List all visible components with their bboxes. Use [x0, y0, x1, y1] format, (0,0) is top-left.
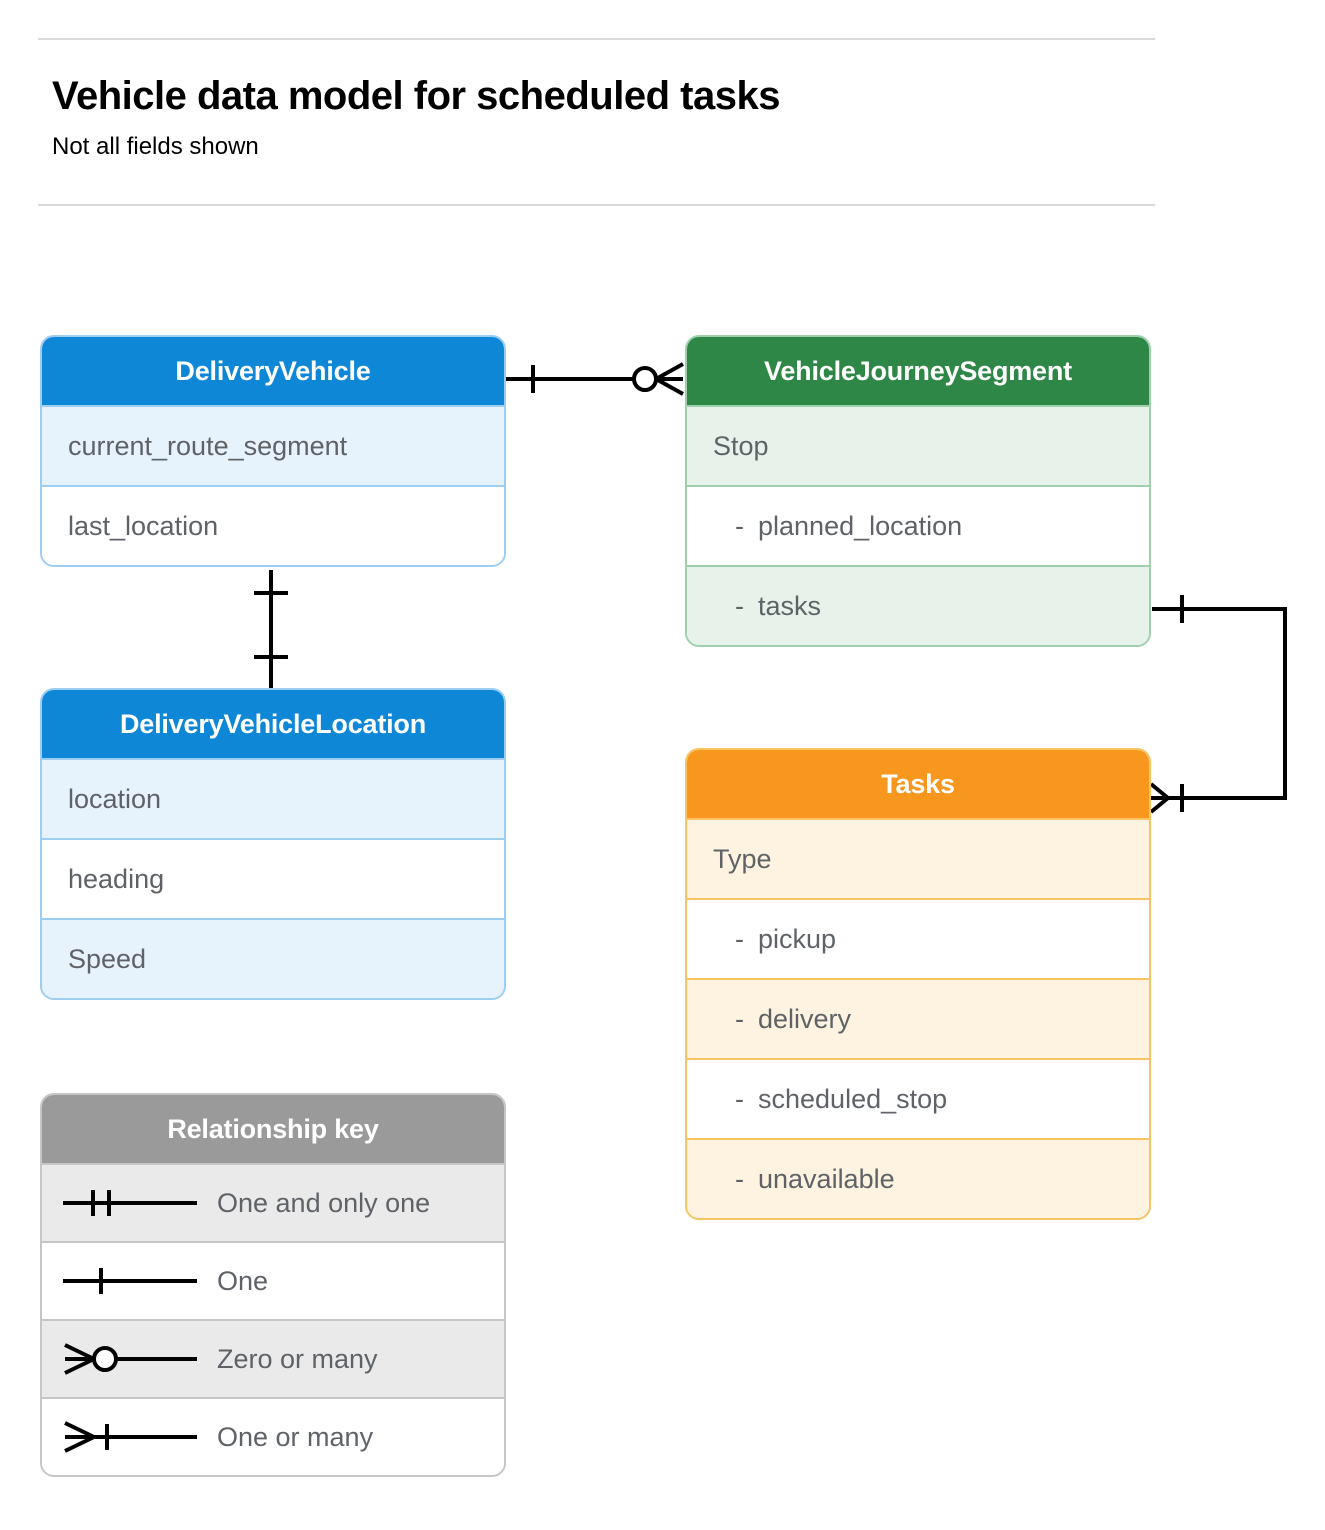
- page-subtitle: Not all fields shown: [52, 133, 259, 160]
- legend-item: One: [42, 1241, 504, 1319]
- entity-row: heading: [42, 838, 504, 918]
- entity-vehicle-journey-segment[interactable]: VehicleJourneySegment Stop - planned_loc…: [685, 335, 1151, 647]
- relationship-key-legend[interactable]: Relationship key One and only one One: [40, 1093, 506, 1477]
- entity-delivery-vehicle[interactable]: DeliveryVehicle current_route_segment la…: [40, 335, 506, 567]
- entity-delivery-vehicle-location-title: DeliveryVehicleLocation: [42, 690, 504, 758]
- entity-delivery-vehicle-location[interactable]: DeliveryVehicleLocation location heading…: [40, 688, 506, 1000]
- entity-vehicle-journey-segment-title: VehicleJourneySegment: [687, 337, 1149, 405]
- entity-row: current_route_segment: [42, 405, 504, 485]
- zero-or-many-icon: [42, 1339, 217, 1379]
- legend-item: One and only one: [42, 1163, 504, 1241]
- field-label: Speed: [68, 943, 147, 974]
- field-dash: -: [735, 510, 744, 541]
- field-label: heading: [68, 863, 165, 894]
- legend-item-label: Zero or many: [217, 1343, 378, 1374]
- entity-tasks[interactable]: Tasks Type - pickup - delivery - schedul…: [685, 748, 1151, 1220]
- field-label: tasks: [758, 590, 822, 621]
- field-label: planned_location: [758, 510, 963, 541]
- field-dash: -: [735, 590, 744, 621]
- relationship-journey-segment-tasks-to-tasks: [1149, 595, 1287, 814]
- field-label: unavailable: [758, 1163, 895, 1194]
- one-or-many-icon: [42, 1417, 217, 1457]
- page-title: Vehicle data model for scheduled tasks: [52, 74, 780, 118]
- field-label: current_route_segment: [68, 430, 348, 461]
- field-label: Type: [713, 843, 772, 874]
- legend-item: One or many: [42, 1397, 504, 1475]
- relationship-delivery-vehicle-to-journey-segment: [506, 362, 684, 396]
- entity-row: - scheduled_stop: [687, 1058, 1149, 1138]
- header-divider-top: [38, 38, 1155, 40]
- entity-row: Type: [687, 818, 1149, 898]
- field-label: last_location: [68, 510, 219, 541]
- legend-item-label: One: [217, 1265, 269, 1296]
- entity-row: - tasks: [687, 565, 1149, 645]
- entity-tasks-title: Tasks: [687, 750, 1149, 818]
- entity-row: Stop: [687, 405, 1149, 485]
- one-and-only-one-icon: [42, 1183, 217, 1223]
- entity-row: - unavailable: [687, 1138, 1149, 1218]
- entity-row: Speed: [42, 918, 504, 998]
- header-divider-bottom: [38, 204, 1155, 206]
- legend-item-label: One and only one: [217, 1187, 431, 1218]
- field-dash: -: [735, 923, 744, 954]
- entity-row: - planned_location: [687, 485, 1149, 565]
- relationship-delivery-vehicle-to-location: [254, 570, 288, 690]
- legend-item-label: One or many: [217, 1421, 374, 1452]
- entity-row: - pickup: [687, 898, 1149, 978]
- field-dash: -: [735, 1083, 744, 1114]
- field-label: pickup: [758, 923, 837, 954]
- field-label: location: [68, 783, 162, 814]
- one-icon: [42, 1261, 217, 1301]
- field-label: Stop: [713, 430, 769, 461]
- field-dash: -: [735, 1163, 744, 1194]
- entity-row: - delivery: [687, 978, 1149, 1058]
- field-label: delivery: [758, 1003, 852, 1034]
- field-label: scheduled_stop: [758, 1083, 948, 1114]
- legend-item: Zero or many: [42, 1319, 504, 1397]
- field-dash: -: [735, 1003, 744, 1034]
- entity-row: location: [42, 758, 504, 838]
- entity-delivery-vehicle-title: DeliveryVehicle: [42, 337, 504, 405]
- legend-title: Relationship key: [42, 1095, 504, 1163]
- entity-row: last_location: [42, 485, 504, 565]
